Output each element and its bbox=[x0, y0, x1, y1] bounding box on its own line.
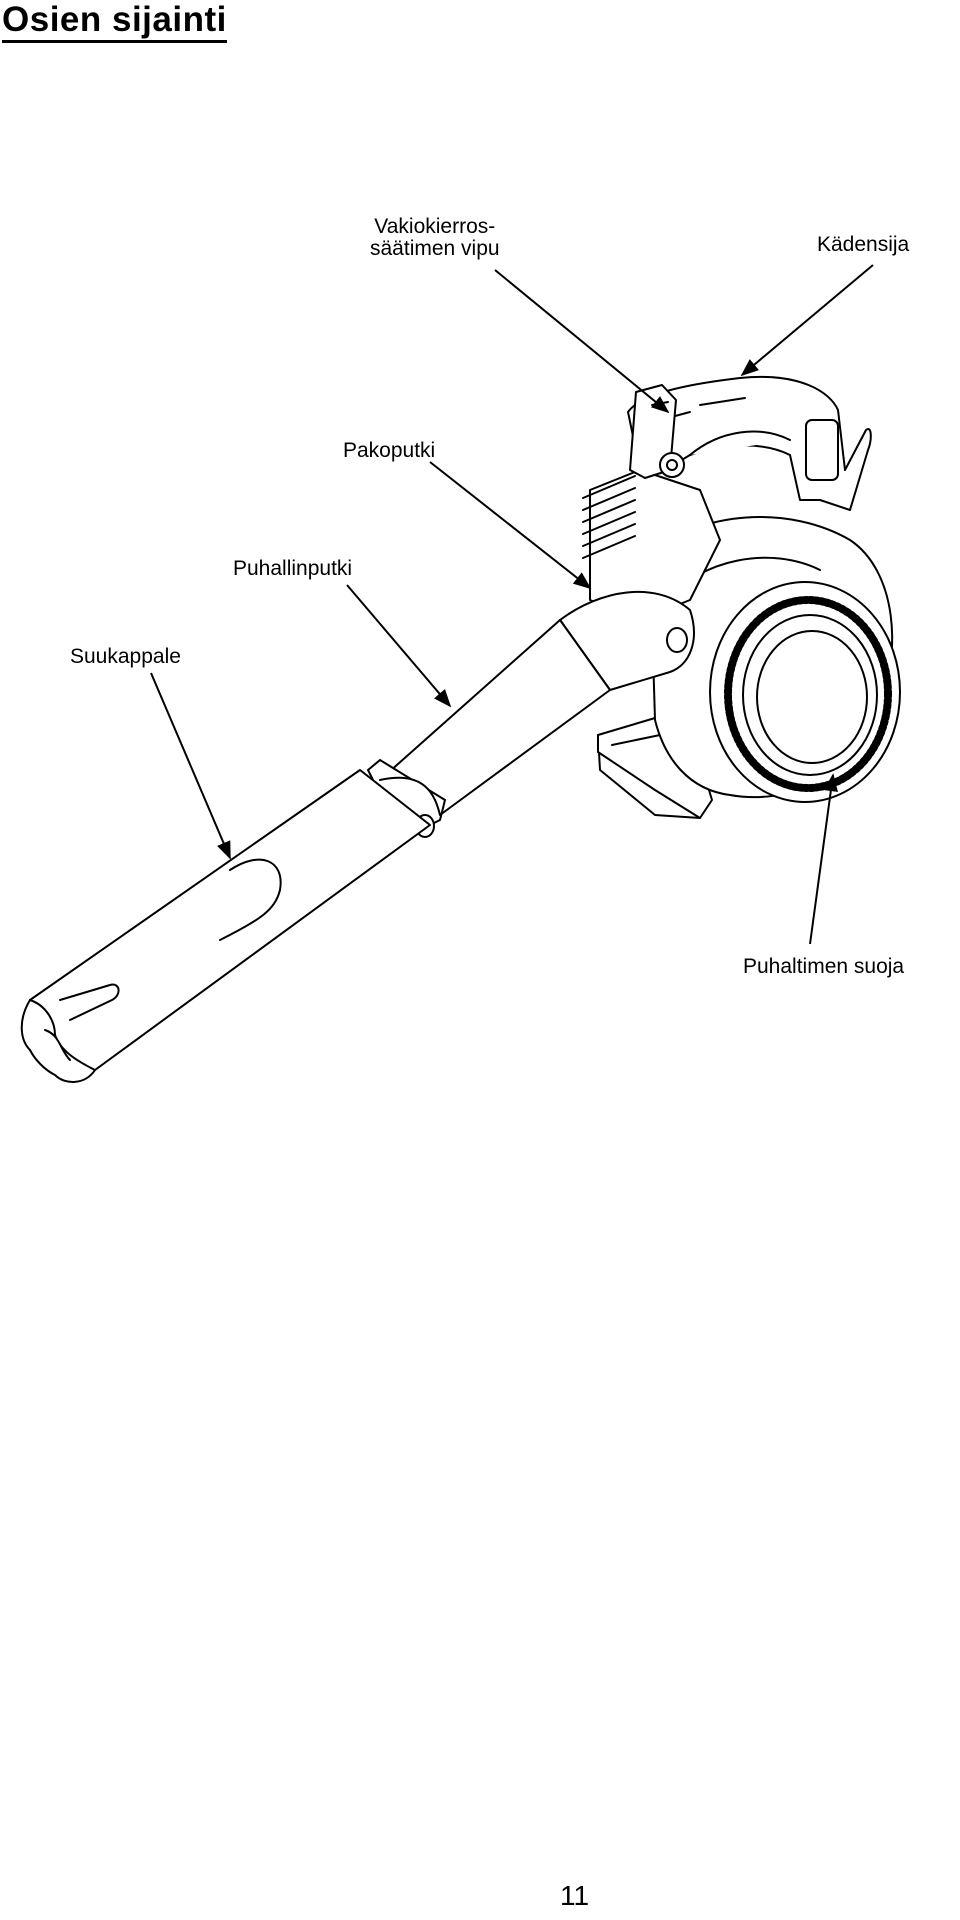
label-throttle-lever-line2: säätimen vipu bbox=[370, 237, 500, 260]
label-nozzle: Suukappale bbox=[70, 645, 181, 668]
page-title: Osien sijainti bbox=[2, 0, 227, 43]
label-throttle-lever: Vakiokierros- säätimen vipu bbox=[370, 216, 500, 260]
leader-throttle-lever bbox=[494, 269, 670, 414]
leader-blower-pipe bbox=[346, 584, 452, 708]
blower-pipe bbox=[367, 619, 611, 838]
leader-handle bbox=[740, 264, 874, 377]
leader-muffler bbox=[429, 461, 592, 590]
fan-cover-grille bbox=[709, 581, 901, 803]
label-muffler: Pakoputki bbox=[343, 439, 436, 462]
handle bbox=[627, 375, 872, 511]
label-blower-pipe: Puhallinputki bbox=[233, 557, 353, 580]
nozzle bbox=[20, 769, 431, 1083]
leader-nozzle bbox=[150, 672, 231, 860]
page-number: 11 bbox=[560, 1880, 590, 1911]
label-fan-cover: Puhaltimen suoja bbox=[743, 955, 905, 978]
leader-fan-cover bbox=[809, 773, 838, 945]
label-throttle-lever-line1: Vakiokierros- bbox=[374, 215, 496, 238]
label-handle: Kädensija bbox=[817, 233, 910, 256]
